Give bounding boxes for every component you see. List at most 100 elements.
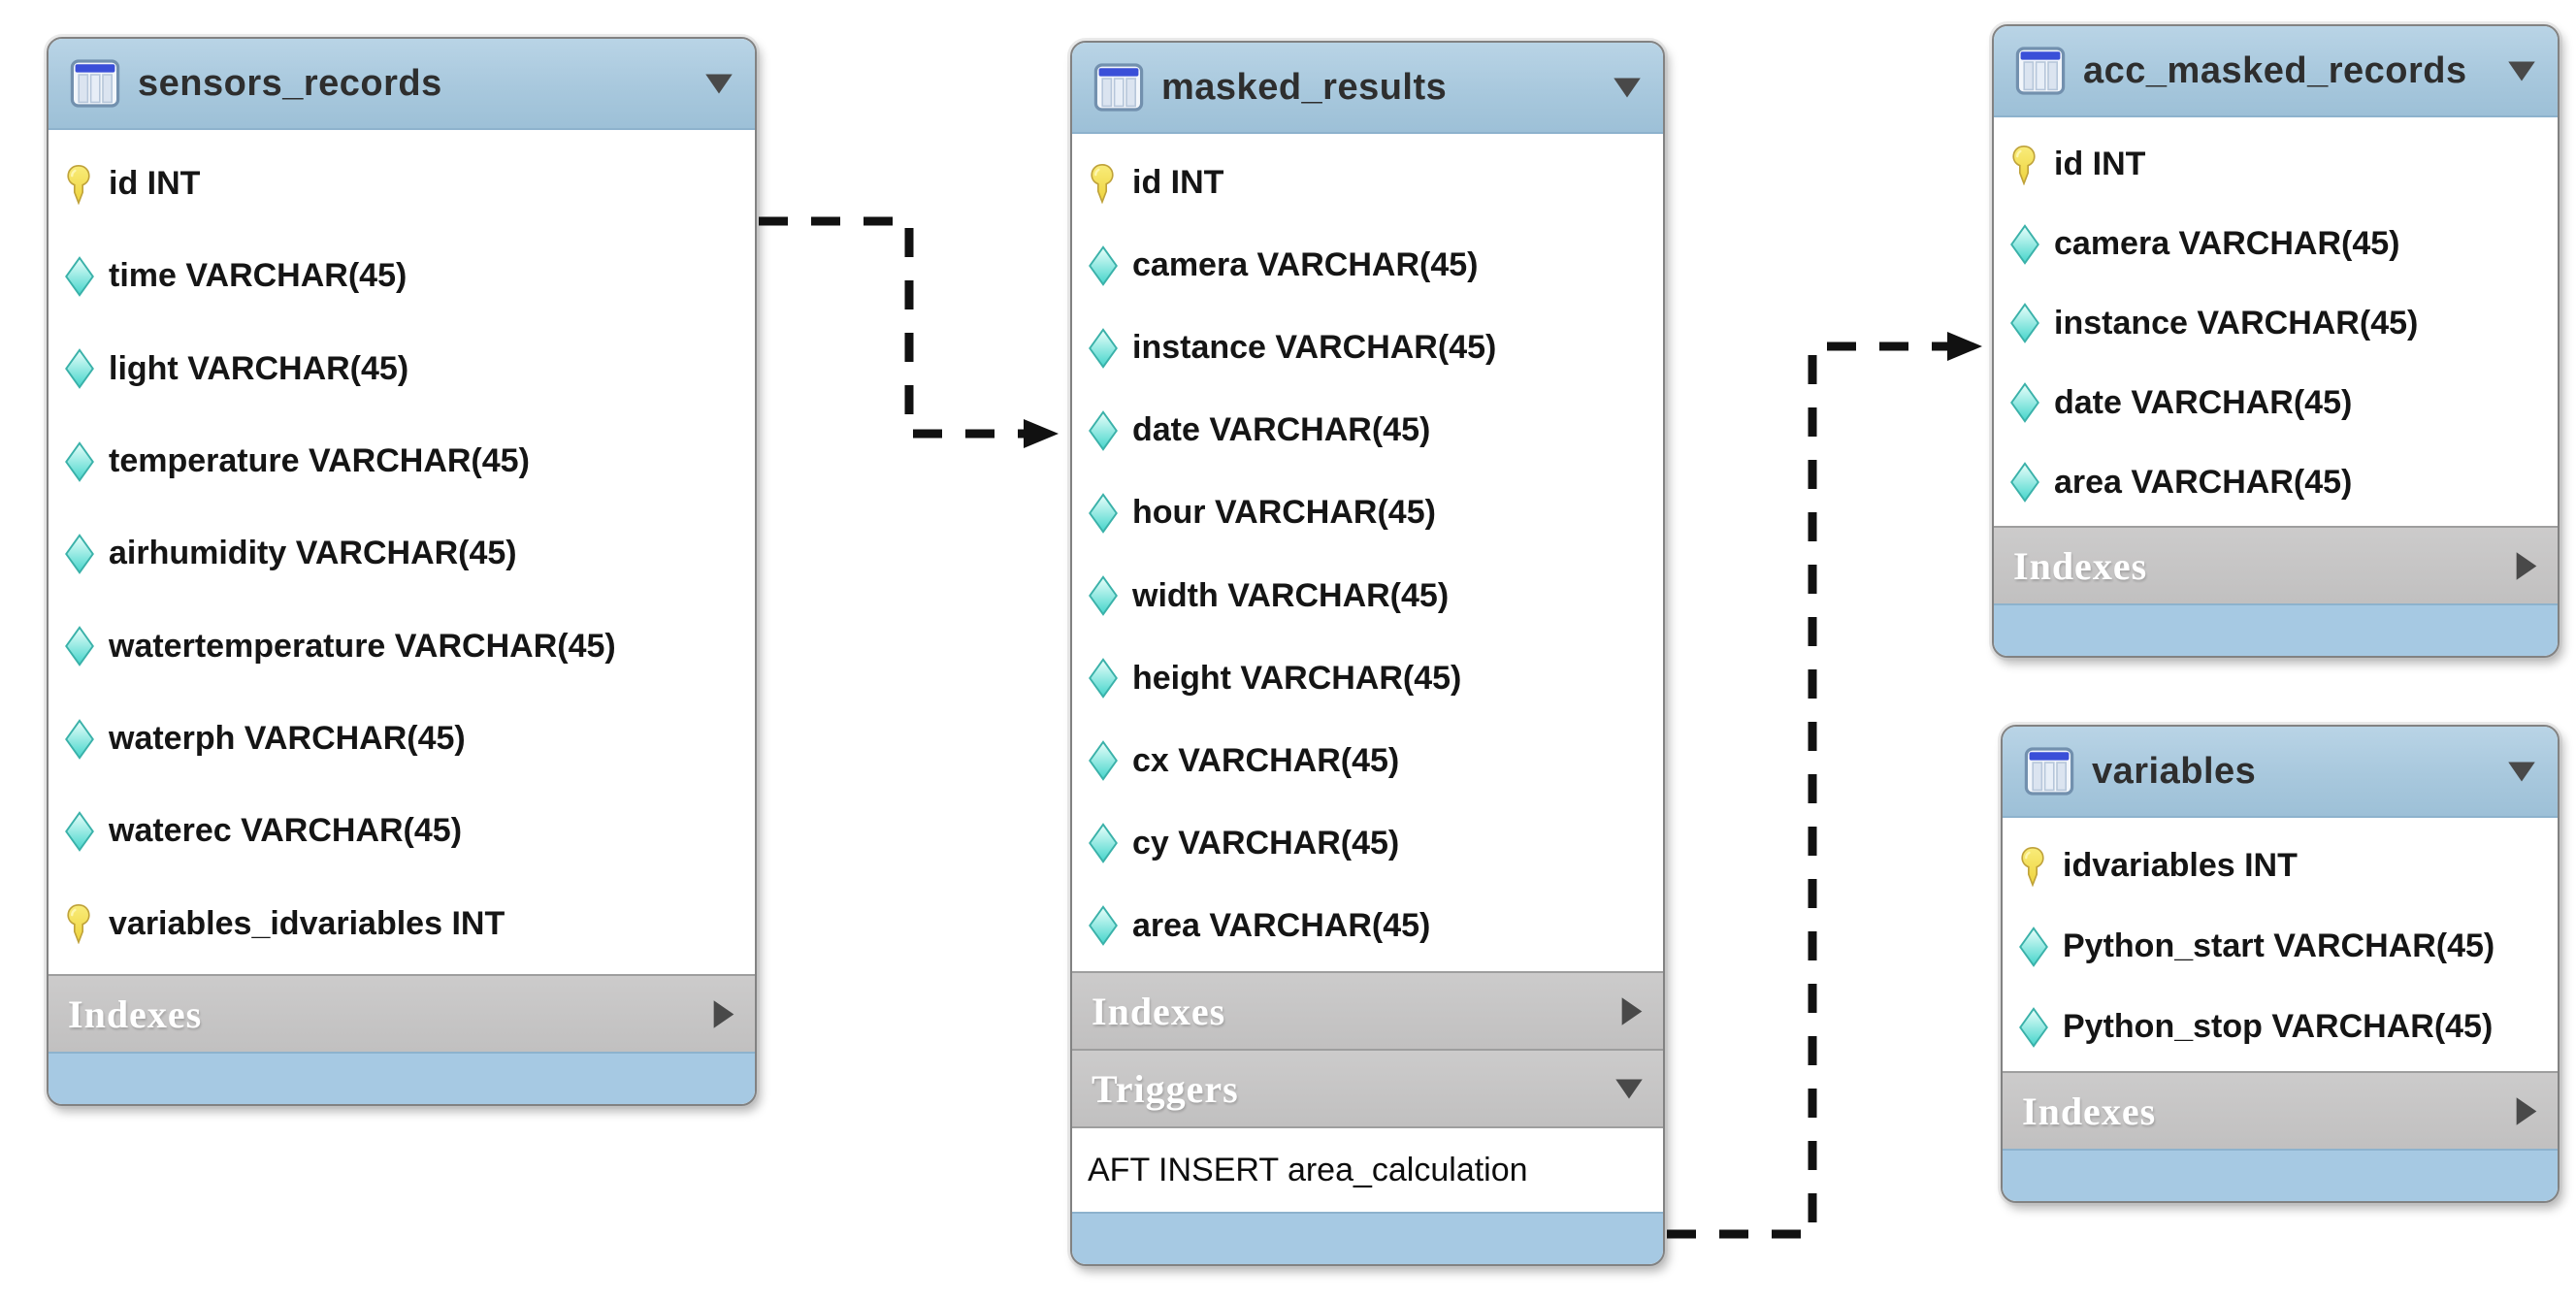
- indexes-section[interactable]: Indexes: [1994, 526, 2558, 603]
- field-label: height VARCHAR(45): [1132, 659, 1462, 697]
- field-label: id INT: [1132, 164, 1224, 202]
- field-row[interactable]: Python_stop VARCHAR(45): [2003, 987, 2558, 1067]
- table-header[interactable]: sensors_records: [49, 39, 755, 130]
- table-icon: [2015, 45, 2066, 97]
- field-row[interactable]: idvariables INT: [2003, 826, 2558, 906]
- table-title: masked_results: [1161, 66, 1448, 108]
- column-diamond-icon: [1088, 905, 1132, 947]
- primary-key-icon: [1088, 163, 1132, 204]
- indexes-section[interactable]: Indexes: [2003, 1071, 2558, 1149]
- field-label: hour VARCHAR(45): [1132, 494, 1436, 532]
- field-row[interactable]: area VARCHAR(45): [1994, 442, 2558, 522]
- table-header[interactable]: acc_masked_records: [1994, 26, 2558, 117]
- field-list: id INT camera VARCHAR(45) instance VARCHAR…: [1994, 117, 2558, 526]
- field-row[interactable]: camera VARCHAR(45): [1072, 224, 1663, 307]
- field-row[interactable]: id INT: [1072, 142, 1663, 224]
- trigger-row[interactable]: AFT INSERT area_calculation: [1072, 1126, 1663, 1212]
- primary-key-icon: [64, 164, 109, 205]
- field-label: date VARCHAR(45): [1132, 411, 1431, 449]
- column-diamond-icon: [2009, 462, 2054, 503]
- field-row[interactable]: id INT: [1994, 125, 2558, 205]
- indexes-section[interactable]: Indexes: [1072, 971, 1663, 1049]
- field-row[interactable]: date VARCHAR(45): [1072, 389, 1663, 472]
- field-row[interactable]: airhumidity VARCHAR(45): [49, 507, 755, 600]
- field-row[interactable]: waterec VARCHAR(45): [49, 785, 755, 877]
- field-row[interactable]: time VARCHAR(45): [49, 230, 755, 322]
- field-row[interactable]: temperature VARCHAR(45): [49, 415, 755, 507]
- table-icon: [2024, 745, 2074, 797]
- field-row[interactable]: camera VARCHAR(45): [1994, 205, 2558, 284]
- field-label: watertemperature VARCHAR(45): [109, 627, 616, 665]
- column-diamond-icon: [2018, 926, 2063, 967]
- field-row[interactable]: light VARCHAR(45): [49, 323, 755, 415]
- primary-key-icon: [64, 903, 109, 945]
- field-row[interactable]: id INT: [49, 138, 755, 230]
- expand-right-icon[interactable]: [2515, 1096, 2538, 1126]
- table-variables[interactable]: variables idvariables INT Python_start VAR…: [2001, 725, 2560, 1203]
- column-diamond-icon: [1088, 823, 1132, 864]
- expand-down-icon[interactable]: [1614, 1078, 1644, 1100]
- field-label: id INT: [2054, 146, 2146, 183]
- field-row[interactable]: instance VARCHAR(45): [1072, 307, 1663, 389]
- column-diamond-icon: [64, 440, 109, 482]
- field-label: waterph VARCHAR(45): [109, 720, 466, 758]
- column-diamond-icon: [64, 811, 109, 852]
- field-row[interactable]: watertemperature VARCHAR(45): [49, 601, 755, 693]
- column-diamond-icon: [2009, 382, 2054, 424]
- field-label: variables_idvariables INT: [109, 904, 505, 942]
- section-label: Indexes: [1092, 989, 1226, 1033]
- column-diamond-icon: [1088, 658, 1132, 699]
- expand-right-icon[interactable]: [1620, 996, 1644, 1026]
- field-row[interactable]: variables_idvariables INT: [49, 878, 755, 970]
- column-diamond-icon: [1088, 327, 1132, 369]
- field-label: light VARCHAR(45): [109, 349, 409, 387]
- field-label: date VARCHAR(45): [2054, 383, 2353, 421]
- field-label: camera VARCHAR(45): [2054, 225, 2400, 263]
- field-row[interactable]: waterph VARCHAR(45): [49, 693, 755, 785]
- column-diamond-icon: [2009, 303, 2054, 344]
- field-row[interactable]: area VARCHAR(45): [1072, 885, 1663, 967]
- field-label: cx VARCHAR(45): [1132, 741, 1400, 779]
- triggers-section[interactable]: Triggers: [1072, 1049, 1663, 1126]
- table-header[interactable]: variables: [2003, 727, 2558, 818]
- table-footer: [1072, 1212, 1663, 1264]
- field-label: waterec VARCHAR(45): [109, 812, 463, 850]
- collapse-triangle-icon[interactable]: [2507, 60, 2536, 82]
- collapse-triangle-icon[interactable]: [2507, 761, 2536, 783]
- connector-masked_results-to-acc_masked_records: [1667, 332, 1982, 1239]
- field-label: area VARCHAR(45): [2054, 463, 2353, 501]
- field-row[interactable]: cx VARCHAR(45): [1072, 720, 1663, 802]
- field-row[interactable]: hour VARCHAR(45): [1072, 472, 1663, 554]
- column-diamond-icon: [1088, 493, 1132, 534]
- field-row[interactable]: Python_start VARCHAR(45): [2003, 906, 2558, 987]
- field-row[interactable]: instance VARCHAR(45): [1994, 284, 2558, 364]
- table-header[interactable]: masked_results: [1072, 43, 1663, 134]
- field-list: idvariables INT Python_start VARCHAR(45) P…: [2003, 818, 2558, 1071]
- section-label: Triggers: [1092, 1066, 1239, 1111]
- field-label: idvariables INT: [2063, 847, 2298, 884]
- collapse-triangle-icon[interactable]: [704, 73, 734, 95]
- column-diamond-icon: [64, 718, 109, 760]
- table-icon: [1093, 61, 1144, 114]
- collapse-triangle-icon[interactable]: [1613, 77, 1642, 99]
- field-row[interactable]: cy VARCHAR(45): [1072, 802, 1663, 885]
- field-label: airhumidity VARCHAR(45): [109, 535, 517, 572]
- expand-right-icon[interactable]: [2515, 551, 2538, 581]
- column-diamond-icon: [1088, 244, 1132, 286]
- field-row[interactable]: height VARCHAR(45): [1072, 637, 1663, 720]
- indexes-section[interactable]: Indexes: [49, 974, 755, 1052]
- column-diamond-icon: [1088, 409, 1132, 451]
- field-row[interactable]: width VARCHAR(45): [1072, 554, 1663, 636]
- column-diamond-icon: [2009, 223, 2054, 265]
- table-title: sensors_records: [138, 62, 442, 104]
- field-label: Python_stop VARCHAR(45): [2063, 1008, 2494, 1045]
- connector-sensors_records-to-masked_results: [759, 216, 1059, 448]
- table-title: acc_masked_records: [2083, 49, 2467, 91]
- field-row[interactable]: date VARCHAR(45): [1994, 363, 2558, 442]
- column-diamond-icon: [64, 626, 109, 667]
- expand-right-icon[interactable]: [712, 999, 735, 1029]
